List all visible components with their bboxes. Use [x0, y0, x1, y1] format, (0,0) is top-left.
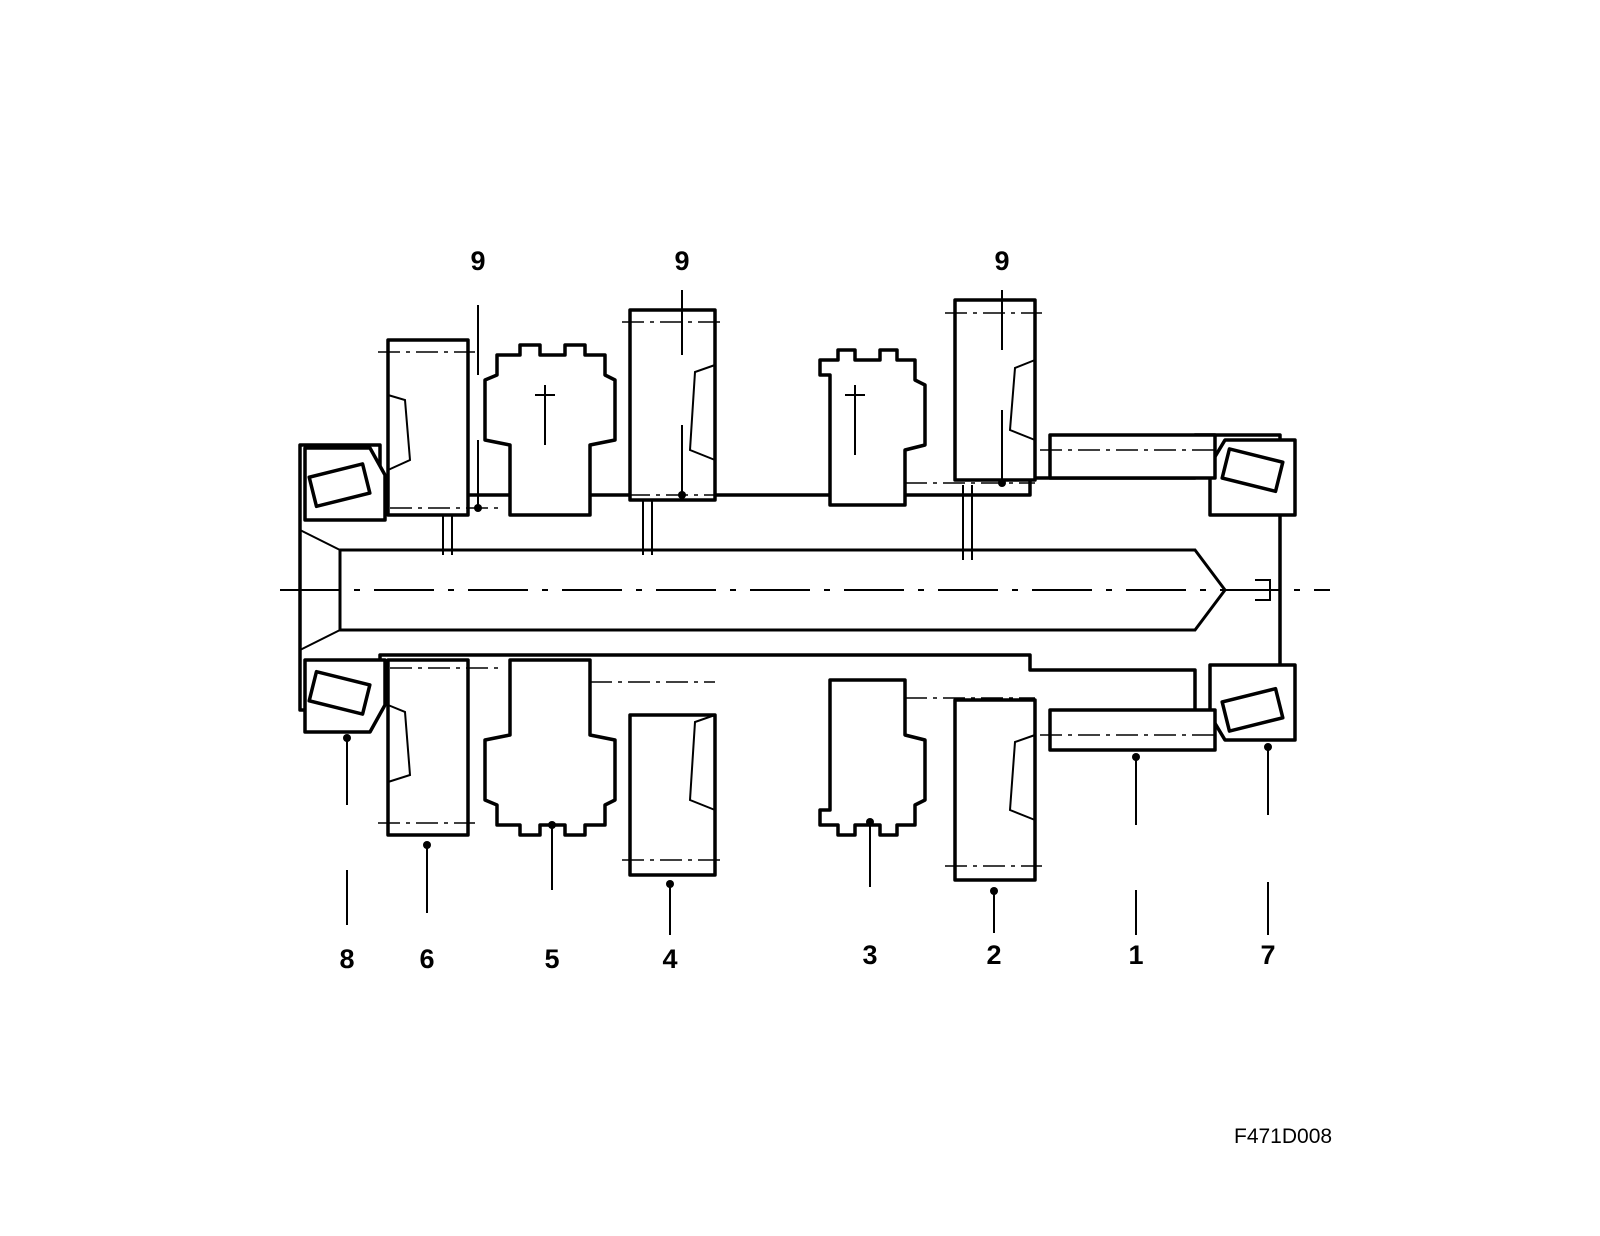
gear-2: [945, 298, 1042, 882]
figure-code: F471D008: [1234, 1125, 1332, 1148]
callout-7: 7: [1260, 743, 1276, 970]
callout-8: 8: [339, 734, 355, 974]
callout-number: 7: [1260, 940, 1275, 970]
synchronizer-3: [818, 348, 927, 837]
oil-passages: [442, 485, 973, 560]
callout-number: 4: [662, 944, 677, 974]
callout-number: 3: [862, 940, 877, 970]
callout-number: 8: [339, 944, 354, 974]
callout-number: 6: [419, 944, 434, 974]
callout-number: 2: [986, 940, 1001, 970]
tapered-bearing-left: [303, 446, 387, 734]
gear-4: [622, 308, 722, 877]
callout-number: 5: [544, 944, 559, 974]
gear-1: [1040, 433, 1220, 752]
callouts-top: 9 9 9: [470, 246, 1010, 512]
synchronizer-5: [483, 343, 617, 837]
callout-9-right: 9: [994, 246, 1010, 487]
callout-number: 9: [470, 246, 485, 276]
callouts-bottom: 8 6 5 4 3 2 1: [339, 734, 1276, 974]
callout-number: 1: [1128, 940, 1143, 970]
callout-2: 2: [986, 887, 1002, 970]
callout-1: 1: [1128, 753, 1144, 970]
callout-5: 5: [544, 821, 560, 974]
callout-number: 9: [994, 246, 1009, 276]
callout-9-left: 9: [470, 246, 486, 512]
callout-3: 3: [862, 818, 878, 970]
gear-6: [378, 338, 475, 837]
callout-number: 9: [674, 246, 689, 276]
callout-4: 4: [662, 880, 678, 974]
callout-6: 6: [419, 841, 435, 974]
callout-9-middle: 9: [674, 246, 690, 499]
